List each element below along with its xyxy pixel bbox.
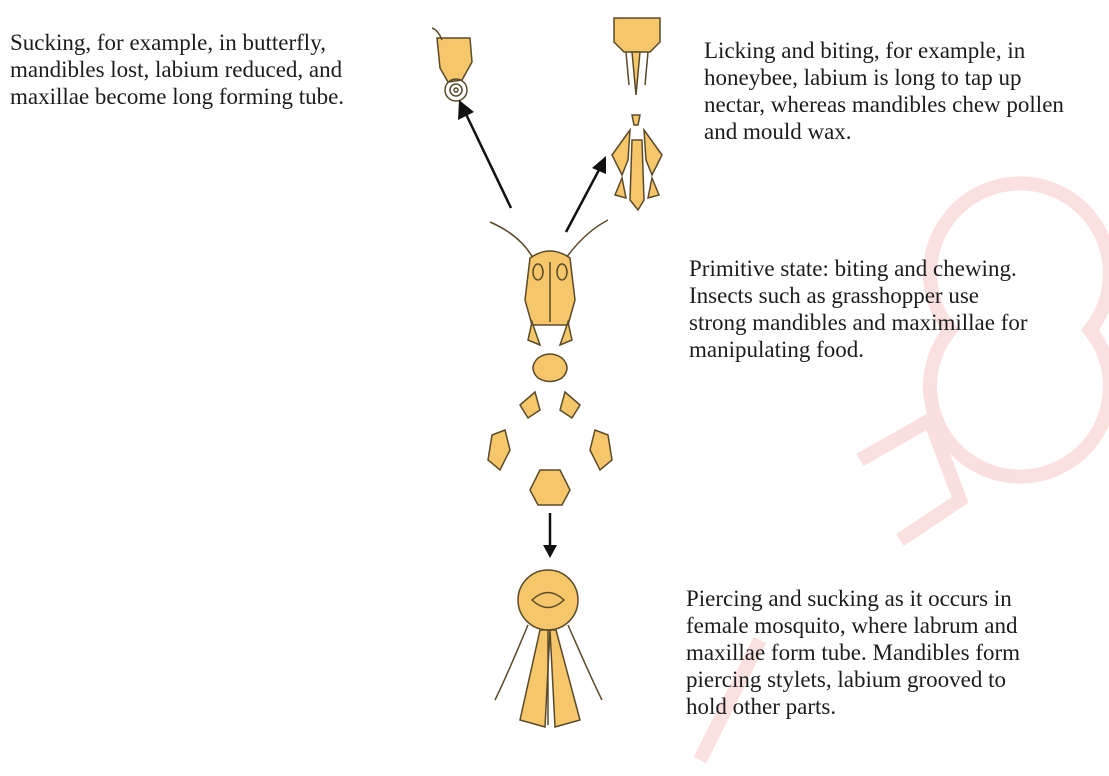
caption-line: strong mandibles and maximillae for bbox=[689, 309, 1103, 336]
caption-line: Licking and biting, for example, in bbox=[704, 37, 1102, 64]
caption-line: Insects such as grasshopper use bbox=[689, 282, 1103, 309]
caption-line: Primitive state: biting and chewing. bbox=[689, 255, 1103, 282]
arrow-to-mosquito bbox=[543, 513, 557, 558]
caption-line: and mould wax. bbox=[704, 118, 1102, 145]
caption-line: female mosquito, where labrum and bbox=[686, 612, 1088, 639]
caption-primitive: Primitive state: biting and chewing. Ins… bbox=[689, 255, 1103, 363]
butterfly-mouthparts-icon bbox=[432, 28, 472, 101]
caption-mosquito: Piercing and sucking as it occurs in fem… bbox=[686, 585, 1088, 720]
caption-line: mandibles lost, labium reduced, and bbox=[10, 56, 415, 83]
honeybee-mouthparts-icon bbox=[612, 18, 662, 210]
caption-line: honeybee, labium is long to tap up bbox=[704, 64, 1102, 91]
caption-line: maxillae become long forming tube. bbox=[10, 83, 415, 110]
caption-line: manipulating food. bbox=[689, 336, 1103, 363]
grasshopper-head-icon bbox=[488, 220, 612, 505]
caption-honeybee: Licking and biting, for example, in hone… bbox=[704, 37, 1102, 145]
caption-line: Sucking, for example, in butterfly, bbox=[10, 29, 415, 56]
caption-line: nectar, whereas mandibles chew pollen bbox=[704, 91, 1102, 118]
caption-line: Piercing and sucking as it occurs in bbox=[686, 585, 1088, 612]
caption-line: maxillae form tube. Mandibles form bbox=[686, 639, 1088, 666]
arrow-to-butterfly bbox=[458, 100, 511, 208]
arrow-to-honeybee bbox=[566, 156, 606, 232]
caption-line: piercing stylets, labium grooved to bbox=[686, 666, 1088, 693]
caption-butterfly: Sucking, for example, in butterfly, mand… bbox=[10, 29, 415, 110]
mosquito-mouthparts-icon bbox=[495, 570, 602, 727]
caption-line: hold other parts. bbox=[686, 693, 1088, 720]
